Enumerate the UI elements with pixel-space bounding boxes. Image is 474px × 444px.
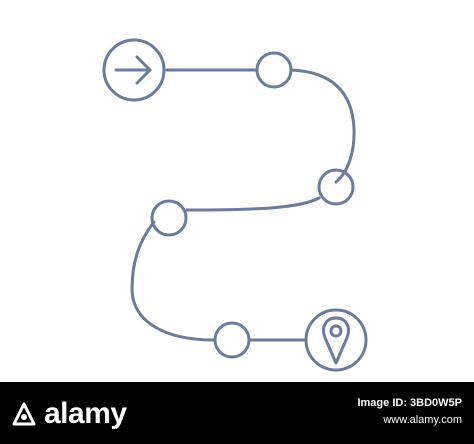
route-illustration bbox=[102, 38, 368, 372]
image-id: Image ID: 3BD0W5P bbox=[357, 397, 462, 409]
waypoint-4 bbox=[213, 321, 251, 359]
waypoint-3 bbox=[150, 199, 188, 237]
stock-footer: alamy Image ID: 3BD0W5P www.alamy.com bbox=[0, 382, 474, 444]
site-url: www.alamy.com bbox=[383, 414, 462, 426]
alamy-logo: alamy bbox=[10, 397, 127, 431]
map-pin-icon bbox=[304, 308, 368, 372]
start-arrow-icon bbox=[102, 38, 166, 102]
image-meta: Image ID: 3BD0W5P www.alamy.com bbox=[357, 395, 462, 429]
route-diagram bbox=[102, 38, 368, 372]
waypoint-1 bbox=[255, 51, 293, 89]
logo-text: alamy bbox=[44, 397, 127, 430]
waypoint-2 bbox=[317, 168, 355, 206]
route-path bbox=[130, 68, 356, 342]
alamy-logo-icon bbox=[10, 400, 38, 428]
